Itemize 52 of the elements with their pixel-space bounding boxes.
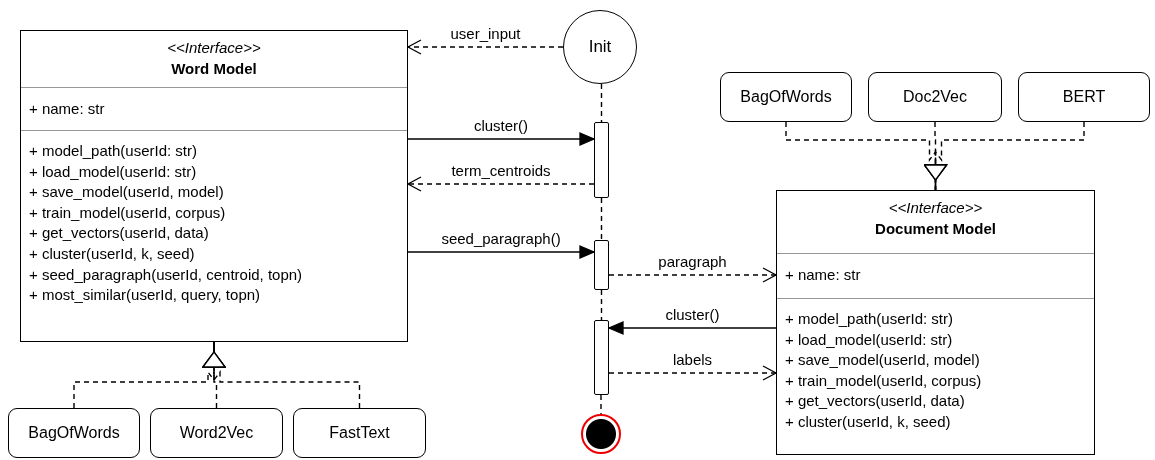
stereotype-label: <<Interface>> [166, 38, 262, 58]
implementation-box: BERT [1018, 72, 1150, 122]
class-name: Document Model [874, 219, 997, 239]
implementation-box: Word2Vec [150, 408, 283, 458]
class-box [20, 30, 408, 342]
activation-bar [594, 240, 609, 290]
message-arrow [407, 39, 564, 55]
method-text: + model_path(userId: str) [784, 309, 954, 329]
message-arrow [407, 176, 595, 192]
message-arrow [608, 365, 777, 381]
implementation-box: BagOfWords [8, 408, 140, 458]
lifeline [600, 289, 603, 321]
edge-label: term_centroids [449, 162, 553, 179]
method-text: + load_model(userId: str) [28, 161, 198, 182]
message-arrow [608, 321, 777, 335]
implementation-box: FastText [293, 408, 426, 458]
activation-bar [594, 122, 609, 198]
method-text: + model_path(userId: str) [28, 141, 198, 161]
message-arrow [407, 245, 595, 259]
realization-arrow [202, 341, 361, 409]
lifeline [600, 83, 603, 123]
attribute-text: + name: str [28, 99, 106, 119]
message-arrow [407, 132, 595, 146]
method-text: + save_model(userId, model) [784, 350, 981, 371]
method-text: + cluster(userId, k, seed) [28, 243, 196, 264]
method-text: + seed_paragraph(userId, centroid, topn) [28, 264, 304, 285]
method-text: + save_model(userId, model) [28, 182, 225, 203]
activation-bar [594, 320, 609, 395]
method-text: + get_vectors(userId, data) [784, 391, 966, 412]
method-text: + cluster(userId, k, seed) [784, 411, 952, 432]
lifeline [600, 197, 603, 241]
method-text: + train_model(userId, corpus) [28, 202, 227, 223]
method-text: + get_vectors(userId, data) [28, 223, 210, 244]
class-name: Word Model [170, 59, 258, 79]
stereotype-label: <<Interface>> [887, 198, 984, 218]
class-box [776, 190, 1095, 455]
attribute-text: + name: str [784, 265, 862, 285]
state-circle: Init [563, 10, 637, 84]
edge-label: paragraph [656, 253, 729, 270]
edge-label: user_input [448, 25, 523, 42]
implementation-box: BagOfWords [720, 72, 852, 122]
method-text: + train_model(userId, corpus) [784, 370, 983, 391]
lifeline [600, 394, 602, 415]
edge-label: cluster() [663, 306, 722, 323]
edge-label: seed_paragraph() [439, 230, 563, 247]
message-arrow [608, 267, 777, 283]
edge-label: cluster() [471, 117, 531, 134]
realization-arrow [923, 121, 1085, 191]
implementation-box: Doc2Vec [868, 72, 1002, 122]
method-text: + most_similar(userId, query, topn) [28, 285, 262, 306]
final-state-circle [581, 414, 621, 454]
method-text: + load_model(userId: str) [784, 329, 954, 350]
